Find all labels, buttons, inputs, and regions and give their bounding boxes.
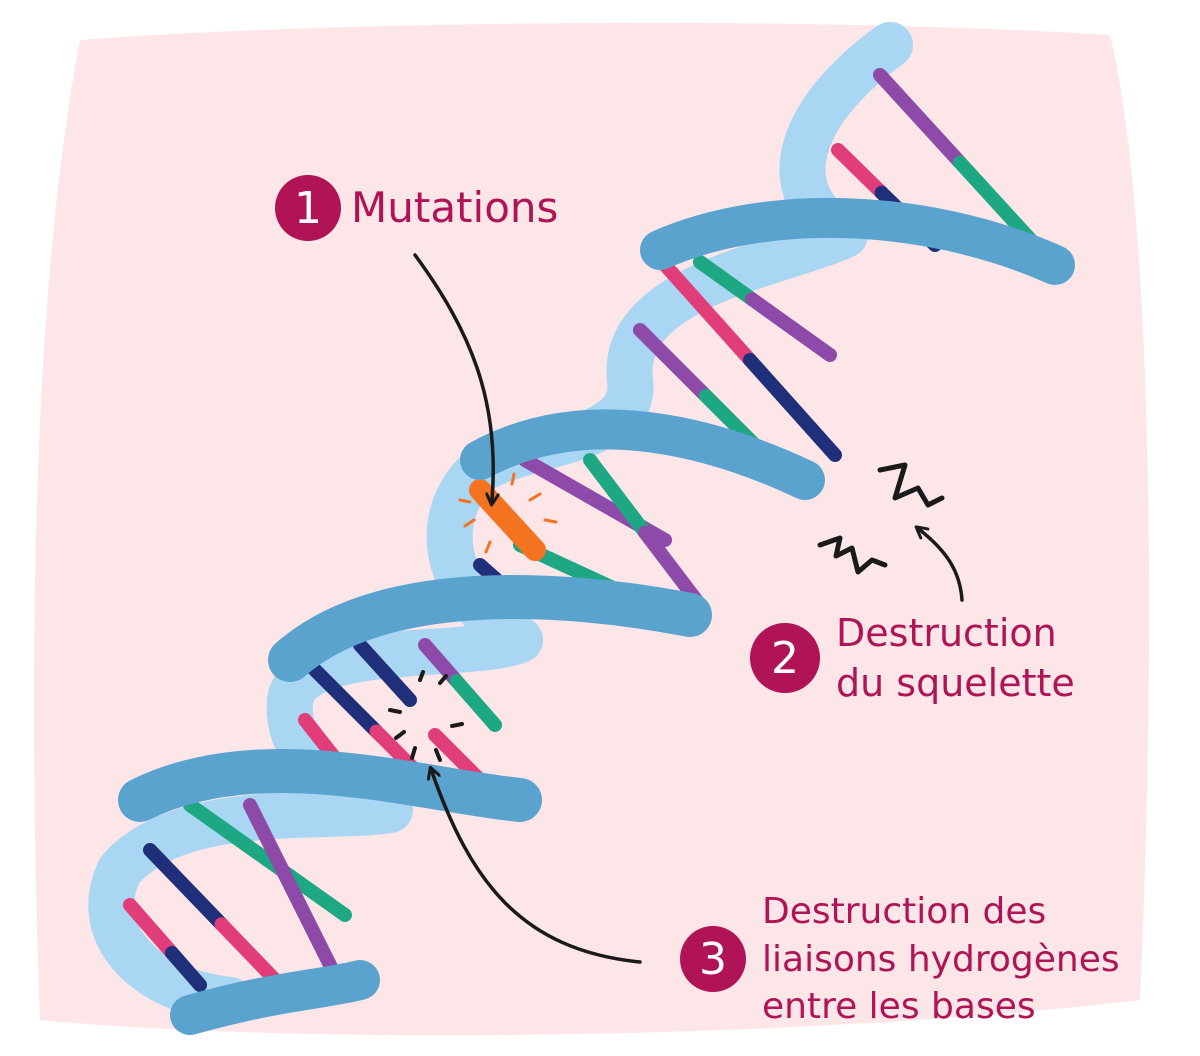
base-pair-segment <box>165 946 207 992</box>
backbone-break-burst <box>817 462 945 575</box>
label-line: liaisons hydrogènes <box>762 938 1120 980</box>
background-panel <box>33 22 1150 1036</box>
base-pair-segment <box>583 453 652 540</box>
number-badge: 3 <box>680 926 746 993</box>
label-mutations: 1 Mutations <box>275 175 558 241</box>
back-strand <box>88 22 913 1023</box>
arrow-hydrogen-bonds <box>432 772 642 964</box>
front-strand <box>118 197 1075 1035</box>
number-badge: 1 <box>275 175 341 241</box>
base-pair-segment <box>143 843 229 932</box>
base-pair-segment <box>693 255 759 307</box>
base-pair-segment <box>745 292 837 362</box>
hydrogen-bond-burst <box>388 670 464 762</box>
base-pair-segment <box>449 674 502 732</box>
base-pair-segment <box>183 798 275 867</box>
base-pair-segment <box>123 898 179 960</box>
base-pair-segment <box>285 883 342 982</box>
number-badge: 2 <box>750 623 820 694</box>
base-pair-segment <box>658 258 757 367</box>
label-line: Destruction <box>836 611 1057 655</box>
arrows <box>413 253 964 964</box>
arrow-backbone <box>920 530 964 602</box>
base-pair-segment <box>518 453 602 507</box>
base-pair-segment <box>243 798 300 897</box>
label-hydrogen-bond-destruction: 3 Destruction des liaisons hydrogènes en… <box>680 888 1120 1031</box>
base-pair-segment <box>378 665 417 707</box>
label-line: du squelette <box>836 661 1075 706</box>
arrow-mutations <box>413 253 493 500</box>
base-pair-segment <box>743 353 842 462</box>
base-pair-segment <box>428 728 475 775</box>
label-text: Mutations <box>351 180 558 235</box>
base-pair-segment <box>633 323 713 403</box>
base-pair-segment <box>214 917 287 992</box>
label-line: Mutations <box>351 183 559 233</box>
base-pair-segment <box>831 143 889 200</box>
label-backbone-destruction: 2 Destruction du squelette <box>750 608 1075 708</box>
label-text: Destruction des liaisons hydrogènes entr… <box>762 888 1120 1031</box>
label-line: Destruction des <box>762 891 1047 932</box>
label-text: Destruction du squelette <box>836 608 1075 708</box>
base-pair-segment <box>418 638 464 688</box>
label-line: entre les bases <box>762 986 1036 1028</box>
base-pair-segment <box>298 653 384 739</box>
base-pair-segment <box>873 68 967 170</box>
